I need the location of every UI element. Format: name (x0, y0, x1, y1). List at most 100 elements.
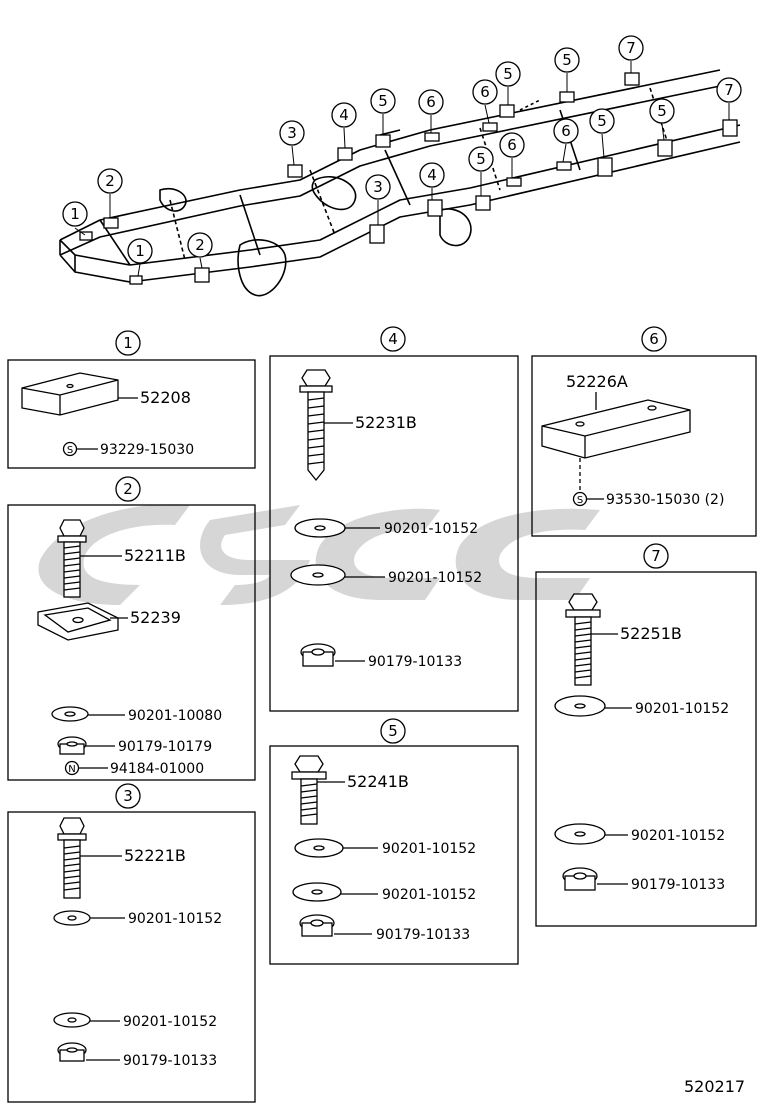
callout-5: 5 (370, 88, 396, 114)
svg-text:1: 1 (135, 242, 145, 260)
svg-text:2: 2 (195, 236, 205, 254)
part-number-90179-10179: 90179-10179 (118, 739, 212, 755)
callout-6: 6 (418, 89, 444, 115)
group-3-parts: 52221B 90201-10152 90201-10152 90179-101… (53, 817, 222, 1069)
group-6-parts: 52226A S 93530-15030 (2) (541, 372, 724, 508)
part-number-52226A: 52226A (566, 372, 628, 391)
frame-illustration (59, 69, 741, 297)
group-5-box (269, 745, 519, 965)
svg-text:2: 2 (105, 172, 115, 190)
group-7-parts: 52251B 90201-10152 90201-10152 90179-101… (554, 593, 729, 893)
svg-text:S: S (577, 495, 583, 506)
callout-5: 5 (468, 146, 494, 172)
part-number-94184-01000: 94184-01000 (110, 761, 204, 777)
svg-text:2: 2 (123, 480, 133, 498)
part-number-52241B: 52241B (347, 772, 409, 791)
part-number-90179-10133: 90179-10133 (631, 877, 725, 893)
part-number-90201-10152: 90201-10152 (123, 1014, 217, 1030)
callout-4: 4 (419, 162, 445, 188)
svg-text:6: 6 (649, 330, 659, 348)
group-2-box (7, 504, 256, 781)
group-5-callout: 5 (380, 718, 406, 744)
svg-text:6: 6 (426, 93, 436, 111)
group-boxes (7, 355, 757, 1103)
svg-text:4: 4 (388, 330, 398, 348)
group-4-box (269, 355, 519, 712)
group-callouts: 1 2 3 4 5 6 7 (115, 326, 669, 809)
part-number-90201-10152: 90201-10152 (382, 841, 476, 857)
part-number-90201-10152: 90201-10152 (128, 911, 222, 927)
group-6-callout: 6 (641, 326, 667, 352)
svg-text:1: 1 (123, 334, 133, 352)
svg-text:5: 5 (378, 92, 388, 110)
svg-text:5: 5 (597, 112, 607, 130)
group-2-callout: 2 (115, 476, 141, 502)
callout-2: 2 (97, 168, 123, 194)
part-number-90201-10152: 90201-10152 (631, 828, 725, 844)
svg-text:5: 5 (503, 65, 513, 83)
part-number-90201-10152: 90201-10152 (382, 887, 476, 903)
svg-text:5: 5 (657, 102, 667, 120)
part-number-93530-15030: 93530-15030 (2) (606, 492, 724, 508)
svg-text:5: 5 (388, 722, 398, 740)
svg-text:7: 7 (651, 547, 661, 565)
group-3-callout: 3 (115, 783, 141, 809)
callout-7: 7 (716, 77, 742, 103)
svg-text:3: 3 (123, 787, 133, 805)
group-7-callout: 7 (643, 543, 669, 569)
group-5-parts: 52241B 90201-10152 90201-10152 90179-101… (291, 755, 476, 943)
part-number-52221B: 52221B (124, 846, 186, 865)
group-1-callout: 1 (115, 330, 141, 356)
callout-5: 5 (495, 61, 521, 87)
callout-7: 7 (618, 35, 644, 61)
svg-text:1: 1 (70, 205, 80, 223)
callout-3: 3 (279, 120, 305, 146)
part-number-90201-10152: 90201-10152 (388, 570, 482, 586)
part-number-93229-15030: 93229-15030 (100, 442, 194, 458)
callout-5: 5 (649, 98, 675, 124)
svg-text:S: S (67, 445, 73, 456)
part-number-52251B: 52251B (620, 624, 682, 643)
group-6-box (531, 355, 757, 537)
svg-text:7: 7 (626, 39, 636, 57)
svg-text:4: 4 (339, 106, 349, 124)
diagram-id: 520217 (684, 1077, 745, 1096)
group-2-parts: 52211B 52239 90201-10080 90179-10179 N 9… (37, 519, 222, 777)
part-number-90201-10080: 90201-10080 (128, 708, 222, 724)
callout-2: 2 (187, 232, 213, 258)
svg-text:5: 5 (562, 51, 572, 69)
part-number-52231B: 52231B (355, 413, 417, 432)
svg-text:3: 3 (373, 178, 383, 196)
part-number-90179-10133: 90179-10133 (368, 654, 462, 670)
group-4-callout: 4 (380, 326, 406, 352)
part-number-52211B: 52211B (124, 546, 186, 565)
frame-leaders (74, 61, 730, 277)
part-number-52239: 52239 (130, 608, 181, 627)
callout-6: 6 (553, 118, 579, 144)
callout-6: 6 (499, 132, 525, 158)
group-7-box (535, 571, 757, 927)
svg-text:4: 4 (427, 166, 437, 184)
svg-text:7: 7 (724, 81, 734, 99)
callout-3: 3 (365, 174, 391, 200)
svg-text:6: 6 (480, 83, 490, 101)
group-3-box (7, 811, 256, 1103)
group-1-box (7, 359, 256, 469)
part-number-90201-10152: 90201-10152 (384, 521, 478, 537)
part-number-90201-10152: 90201-10152 (635, 701, 729, 717)
frame-mount-pads (79, 72, 738, 285)
part-number-90179-10133: 90179-10133 (123, 1053, 217, 1069)
frame-callouts: 1 2 1 2 3 4 5 3 6 4 6 5 5 6 5 6 5 7 5 7 (62, 35, 742, 264)
callout-6: 6 (472, 79, 498, 105)
group-4-parts: 52231B 90201-10152 90201-10152 90179-101… (290, 369, 482, 670)
svg-text:3: 3 (287, 124, 297, 142)
svg-text:N: N (68, 764, 75, 775)
svg-text:6: 6 (561, 122, 571, 140)
callout-5: 5 (589, 108, 615, 134)
part-number-90179-10133: 90179-10133 (376, 927, 470, 943)
callout-4: 4 (331, 102, 357, 128)
callout-1: 1 (62, 201, 88, 227)
svg-text:6: 6 (507, 136, 517, 154)
svg-text:5: 5 (476, 150, 486, 168)
